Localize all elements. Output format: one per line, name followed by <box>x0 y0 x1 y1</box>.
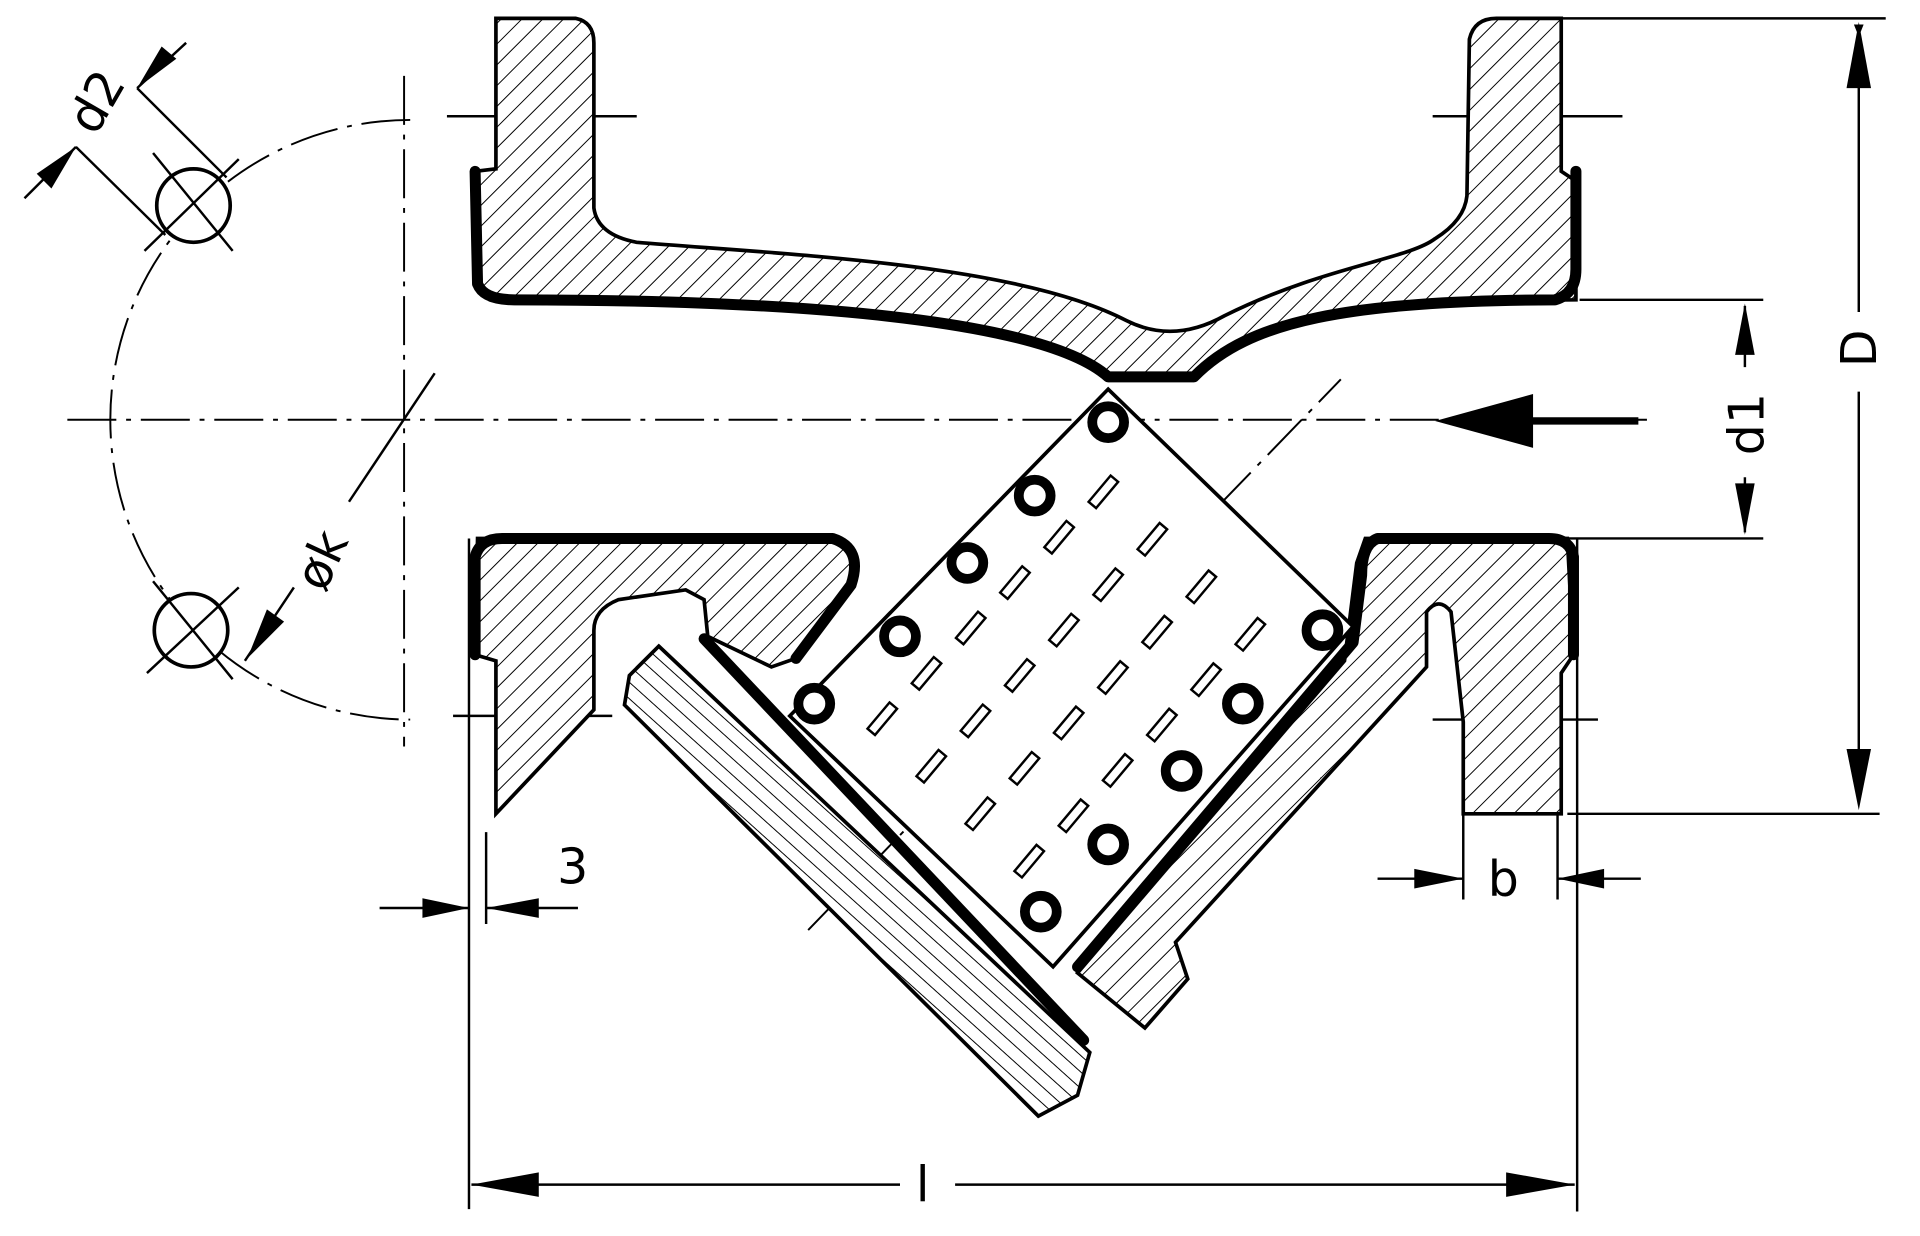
arrow-d1-bottom <box>1735 483 1755 535</box>
screen-slot <box>865 700 899 737</box>
screen-slot <box>1135 521 1169 558</box>
label-3: 3 <box>557 839 588 896</box>
arrow-l-right <box>1506 1172 1575 1197</box>
screen-outline <box>787 386 1356 970</box>
upper-body-section <box>473 16 1578 379</box>
screen-slot <box>1184 568 1218 605</box>
screen-slot <box>1012 843 1046 880</box>
arrow-d2-left <box>36 146 76 189</box>
screen-ring <box>793 682 836 725</box>
screen-slot <box>958 702 992 739</box>
flow-direction-arrow <box>1435 394 1534 448</box>
screen-slot <box>1140 614 1174 651</box>
label-k: øk <box>284 521 361 598</box>
screen-basket <box>787 386 1356 970</box>
screen-slot <box>954 609 988 646</box>
screen-slots <box>865 473 1267 880</box>
bolt-hole-top <box>154 167 233 245</box>
label-l: l <box>916 1157 930 1214</box>
screen-slot <box>1091 566 1125 603</box>
arrow-d1-top <box>1735 303 1755 355</box>
screen-ring <box>1222 682 1264 725</box>
screen-slot <box>1042 519 1076 556</box>
bolt-holes <box>143 152 240 680</box>
screen-slot <box>1233 616 1267 653</box>
ext-line <box>75 145 167 236</box>
label-D: D <box>1831 329 1888 367</box>
label-d2: d2 <box>57 61 138 143</box>
screen-slot <box>1056 797 1090 834</box>
screen-slot <box>1096 659 1130 696</box>
screen-slot <box>914 748 948 785</box>
bolt-hole-cross <box>152 580 234 680</box>
arrow-l-left <box>471 1172 539 1197</box>
lower-left-liner <box>469 532 860 664</box>
screen-slot <box>1145 707 1179 744</box>
label-d1: d1 <box>1718 393 1775 455</box>
screen-ring <box>1020 890 1062 933</box>
screen-slot <box>1189 661 1223 698</box>
screen-ring <box>879 615 921 658</box>
ext-line <box>136 87 228 179</box>
screen-ring <box>1160 750 1203 792</box>
lower-right-body-section <box>1074 536 1576 1031</box>
upper-liner <box>469 165 1582 383</box>
arrow-k <box>247 609 285 659</box>
screen-slot <box>910 655 943 692</box>
arrow-b-right <box>1557 868 1605 889</box>
arrow-D-bottom <box>1846 748 1872 811</box>
screen-ring <box>946 542 989 584</box>
screen-ring <box>1087 401 1129 444</box>
screen-slot <box>1101 752 1135 789</box>
strainer-cover <box>622 643 1092 1119</box>
screen-slot <box>1086 473 1120 510</box>
screen-slot <box>1003 657 1037 694</box>
screen-slot <box>1007 750 1041 787</box>
cover-gasket <box>698 633 1090 1046</box>
screen-slot <box>963 795 997 832</box>
screen-ring <box>1301 609 1344 652</box>
screen-ring <box>1087 823 1129 866</box>
bolt-circle-arc <box>109 118 411 721</box>
screen-slot <box>1052 704 1086 741</box>
arrow-3-left <box>422 898 469 918</box>
screen-slot <box>1047 612 1081 649</box>
arrow-b-left <box>1414 868 1464 889</box>
label-b: b <box>1488 851 1519 908</box>
arrow-3-right <box>486 898 539 918</box>
arrow-d2-right <box>137 46 177 89</box>
screen-slot <box>998 564 1032 601</box>
screen-ring <box>1013 474 1056 517</box>
screen-rings <box>793 401 1344 933</box>
dim-line-k <box>347 372 436 503</box>
bolt-hole-cross <box>152 152 234 252</box>
arrow-D-top <box>1846 22 1872 89</box>
